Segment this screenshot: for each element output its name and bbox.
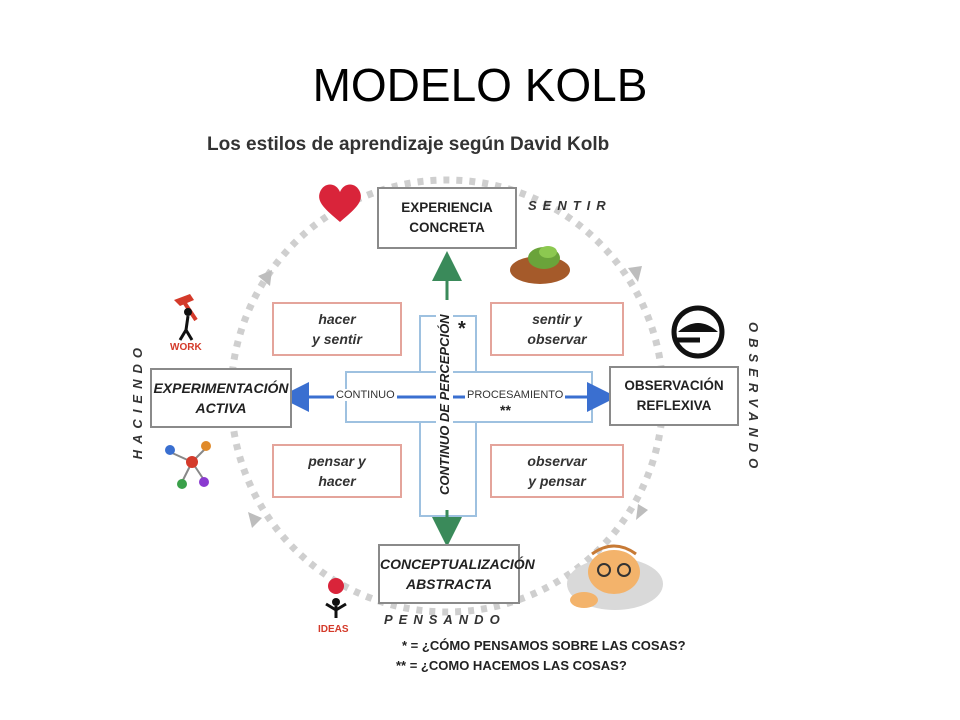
side-label-observando: OBSERVANDO <box>746 322 761 475</box>
perception-axis-mark: * <box>458 318 466 340</box>
heart-icon <box>319 184 361 222</box>
legend-line-2: ** = ¿COMO HACEMOS LAS COSAS? <box>396 658 627 673</box>
processing-axis-label-right: PROCESAMIENTO <box>465 389 566 401</box>
quadrant-bottom-left: pensar y hacer <box>272 444 402 498</box>
pole-right-line-2: REFLEXIVA <box>636 398 712 413</box>
cycle-arrow-bottom-right <box>636 504 648 520</box>
legend-line-1: * = ¿CÓMO PENSAMOS SOBRE LAS COSAS? <box>402 638 686 653</box>
quadrant-bottom-left-line-2: hacer <box>318 473 356 489</box>
cycle-arrow-top-left <box>258 270 272 286</box>
ideas-icon-label: IDEAS <box>318 624 349 635</box>
ideas-icon <box>325 578 347 618</box>
side-label-pensando: PENSANDO <box>384 612 506 627</box>
quadrant-top-left-line-2: y sentir <box>312 331 362 347</box>
pole-reflective-observation: OBSERVACIÓN REFLEXIVA <box>609 366 739 426</box>
processing-axis-mark: ** <box>500 402 511 418</box>
quadrant-top-right-line-2: observar <box>527 331 587 347</box>
thinking-child-icon <box>567 544 663 610</box>
side-label-haciendo: HACIENDO <box>130 342 145 460</box>
quadrant-bottom-right-line-1: observar <box>527 453 587 469</box>
eye-icon <box>671 305 725 359</box>
worker-icon <box>174 294 198 341</box>
quadrant-top-left: hacer y sentir <box>272 302 402 356</box>
perception-axis-label: CONTINUO DE PERCEPCIÓN <box>436 300 453 510</box>
pole-right-line-1: OBSERVACIÓN <box>624 378 724 393</box>
quadrant-bottom-right: observar y pensar <box>490 444 624 498</box>
side-label-sentir: SENTIR <box>528 198 612 213</box>
network-people-icon <box>165 441 211 489</box>
hand-plant-icon <box>510 246 570 284</box>
processing-axis-label-left: CONTINUO <box>334 389 397 401</box>
pole-bottom-line-2: ABSTRACTA <box>405 576 493 592</box>
pole-left-line-2: ACTIVA <box>195 400 247 416</box>
work-icon-label: WORK <box>170 342 202 353</box>
quadrant-bottom-right-line-2: y pensar <box>528 473 586 489</box>
page-title: MODELO KOLB <box>312 59 648 111</box>
cycle-arrow-top-right <box>628 266 642 282</box>
pole-left-line-1: EXPERIMENTACIÓN <box>153 380 289 396</box>
pole-concrete-experience: EXPERIENCIA CONCRETA <box>377 187 517 249</box>
pole-top-line-2: CONCRETA <box>409 220 485 235</box>
cycle-arrow-bottom-left <box>248 512 262 528</box>
pole-top-line-1: EXPERIENCIA <box>401 200 493 215</box>
pole-bottom-line-1: CONCEPTUALIZACIÓN <box>380 556 535 572</box>
pole-abstract-conceptualization: CONCEPTUALIZACIÓN ABSTRACTA <box>378 544 535 604</box>
pole-active-experimentation: EXPERIMENTACIÓN ACTIVA <box>150 368 292 428</box>
diagram-subtitle: Los estilos de aprendizaje según David K… <box>207 134 610 155</box>
quadrant-bottom-left-line-1: pensar y <box>308 453 366 469</box>
quadrant-top-left-line-1: hacer <box>318 311 356 327</box>
quadrant-top-right: sentir y observar <box>490 302 624 356</box>
quadrant-top-right-line-1: sentir y <box>532 311 582 327</box>
